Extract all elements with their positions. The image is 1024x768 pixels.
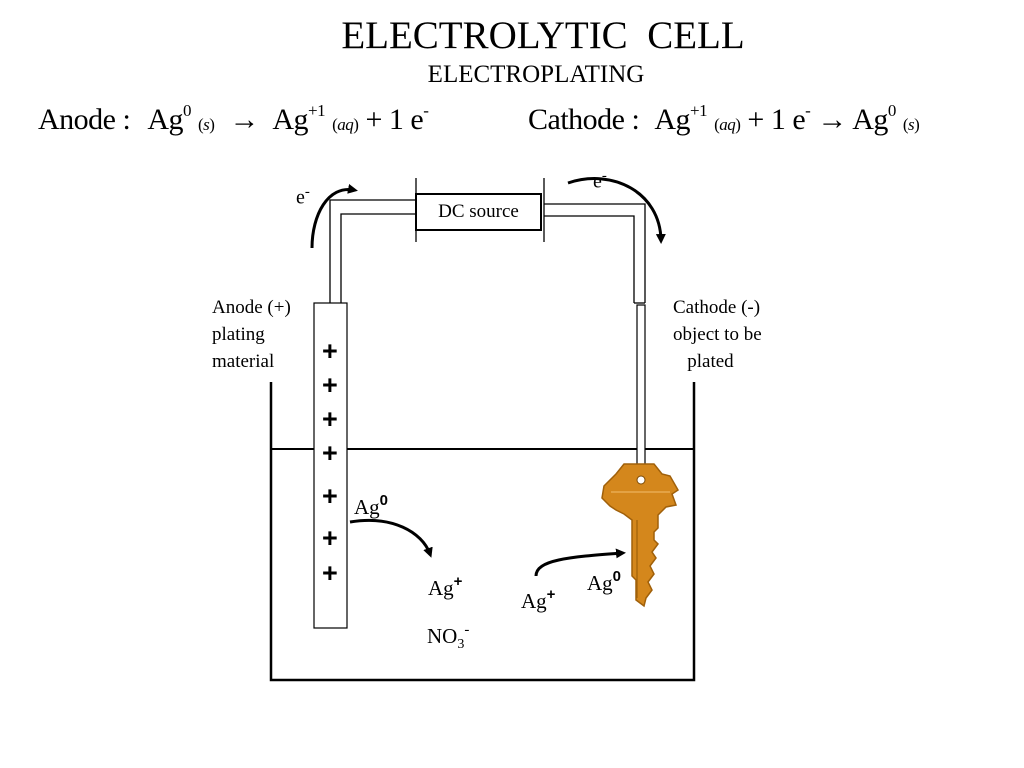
cathode-hanger [636,304,646,481]
anode-silver-atom: Ag0 [354,492,389,519]
anode-equation: Anode : Ag0 (s) → Ag+1 (aq) + 1 e- [38,101,429,136]
anode-electron-charge: - [423,101,429,120]
anode-charge: + [322,336,338,366]
beaker [269,382,696,682]
cathode-ion-arrow [534,548,626,577]
diagram-subtitle: ELECTROPLATING [427,61,645,88]
anode-electrode [313,302,348,629]
anode-arrow: → [229,103,259,136]
key-icon [601,463,679,608]
cathode-silver-atom: Ag0 [587,568,622,595]
anode-charge: + [322,558,338,588]
anode-product-charge: +1 [308,101,326,120]
anode-reactant-state: s [203,115,210,134]
silver-ion-right: Ag+ [521,586,556,613]
cathode-reactant-state: aq [719,115,736,134]
diagram-title: ELECTROLYTIC CELL [341,14,745,57]
cathode-plus: + [747,103,764,136]
anode-plus: + [365,103,382,136]
left-electron-arrow [310,183,358,249]
dc-source: DC source [415,193,542,231]
anode-product-state: aq [337,115,354,134]
anode-label: Anode (+) plating material [212,297,291,372]
anode-equation-label: Anode : [38,103,131,136]
anode-electrons: 1 e [388,103,424,136]
cathode-product: Ag [852,103,888,136]
cathode-equation: Cathode : Ag+1 (aq) + 1 e- → Ag0 (s) [528,101,920,136]
cathode-product-state: s [908,115,915,134]
cathode-label: Cathode (-) object to be plated [673,297,762,372]
anode-reactant: Ag [147,103,183,136]
cathode-equation-label: Cathode : [528,103,640,136]
anode-product: Ag [272,103,308,136]
nitrate-ion: NO3- [427,622,470,653]
anode-charge: + [322,523,338,553]
cathode-reactant: Ag [654,103,690,136]
right-electron-label: e- [593,168,607,193]
anode-ion-arrow [349,518,433,558]
anode-reactant-charge: 0 [183,101,192,120]
cathode-arrow: → [817,103,847,136]
cathode-electron-charge: - [805,101,811,120]
anode-charge: + [322,370,338,400]
cathode-electrons: 1 e [770,103,806,136]
cathode-reactant-charge: +1 [689,101,708,120]
anode-charge: + [322,438,338,468]
cathode-product-charge: 0 [887,101,897,120]
left-electron-label: e- [296,184,310,209]
anode-charge: + [322,481,338,511]
right-wire [543,178,646,304]
right-electron-arrow [567,177,666,244]
silver-ion-left: Ag+ [428,573,463,600]
anode-charge: + [322,404,338,434]
left-wire [329,178,417,303]
